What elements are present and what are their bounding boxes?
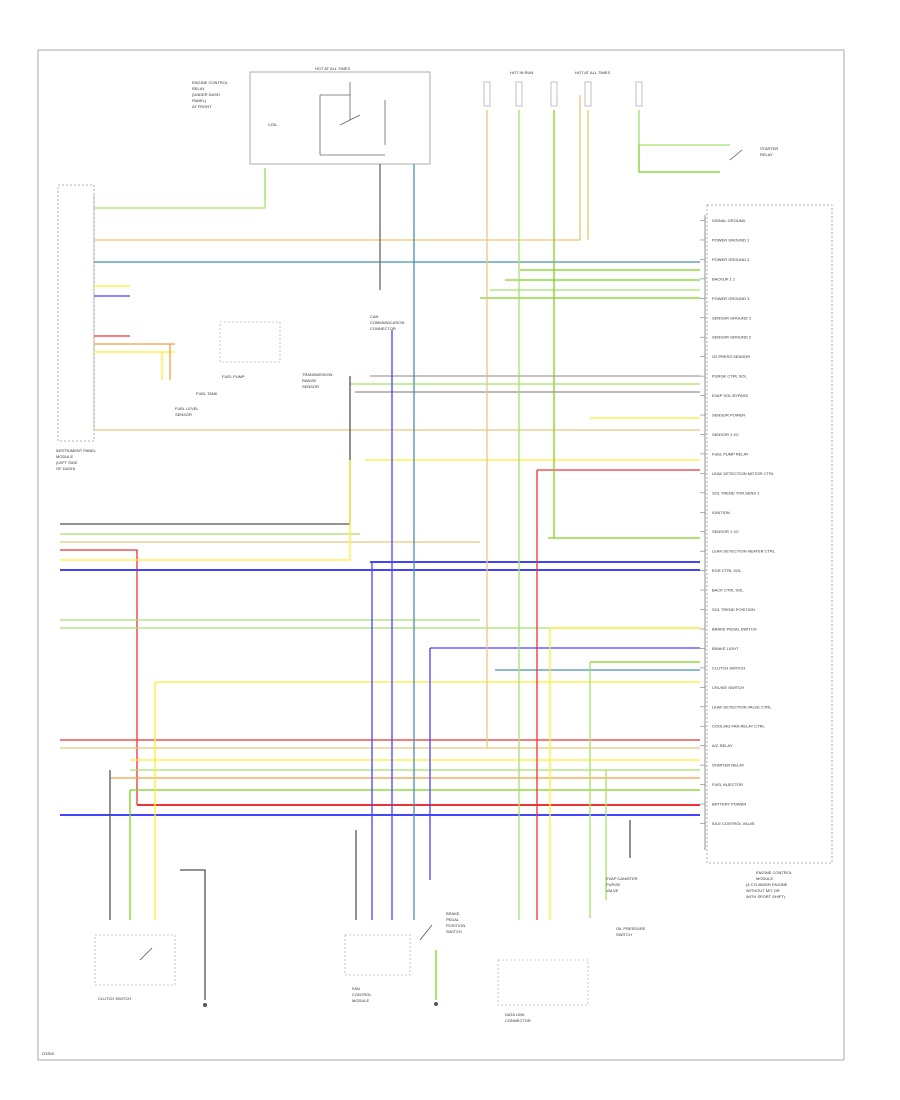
ecm-pin-label: FUEL PUMP RELAY xyxy=(712,451,749,456)
main-relay-hot-label: HOT AT ALL TIMES xyxy=(315,66,350,71)
main-relay-label-3: (UNDER DASH xyxy=(192,92,220,97)
starter-relay-label-1: STARTER xyxy=(760,146,778,151)
hot-in-run-label: HOT IN RUN xyxy=(510,70,533,75)
main-relay-label-5: AT FRONT xyxy=(192,104,212,109)
fan-module-label-2: CONTROL xyxy=(352,992,372,997)
ecm-pin-label: STARTER RELAY xyxy=(712,763,745,768)
ecm-title-3: (4 CYLINDER ENGINE xyxy=(746,882,788,887)
main-relay-label-1: ENGINE CONTROL xyxy=(192,80,229,85)
ecm-title-5: WITH SPORT SHIFT) xyxy=(746,894,786,899)
fuel-level-label-2: SENSOR xyxy=(175,412,192,417)
footer-code: G3300 xyxy=(42,1051,55,1056)
starter-switch xyxy=(729,149,743,161)
ecm-box: ENGINE CONTROL MODULE (4 CYLINDER ENGINE… xyxy=(700,204,833,899)
fuel-tank-label: FUEL TANK xyxy=(196,391,218,396)
ground-2 xyxy=(434,1002,438,1006)
fan-module-label-3: MODULE xyxy=(352,998,369,1003)
top-fuses: HOT IN RUN HOT AT ALL TIMES xyxy=(483,70,643,107)
ip-module-label-1: INSTRUMENT PANEL xyxy=(56,448,97,453)
relay-coil-label: COIL xyxy=(268,122,278,127)
ecm-pin-label: EVAP SOL BYPASS xyxy=(712,393,748,398)
ecm-pin-label: SENSOR GROUND 1 xyxy=(712,315,752,320)
can-label-3: CONNECTOR xyxy=(370,326,396,331)
dlc-label-2: CONNECTOR xyxy=(505,1018,531,1023)
main-relay-box: HOT AT ALL TIMES ENGINE CONTROL RELAY (U… xyxy=(192,66,431,165)
ecm-pin-label: POWER GROUND 1 xyxy=(712,237,750,242)
evap-label-1: EVAP CANISTER xyxy=(606,876,638,881)
ground-1 xyxy=(203,1003,207,1007)
ecm-pin-label: BRAKE PEDAL SWITCH xyxy=(712,626,757,631)
main-relay-label-4: PANEL) xyxy=(192,98,207,103)
ecm-pin-label: SENSOR 1 VC xyxy=(712,529,739,534)
can-label-2: COMMUNICATION xyxy=(370,320,404,325)
ip-module-label-3: (LEFT SIDE xyxy=(56,460,78,465)
trs-label-2: RANGE xyxy=(302,378,317,383)
v-green-fuse6 xyxy=(638,145,720,173)
main-relay-label-2: RELAY xyxy=(192,86,205,91)
wire-green-top xyxy=(94,168,266,209)
fuel-level-label-1: FUEL LEVEL xyxy=(175,406,199,411)
ecm-pin-labels: SIGNAL GROUND POWER GROUND 1 POWER GROUND … xyxy=(700,218,776,826)
ecm-pin-label: IGNITION xyxy=(712,510,730,515)
ecm-pin-label: LEAK DETECTION HEATER CTRL xyxy=(712,549,776,554)
ecm-pin-label: BACK CTRL SOL xyxy=(712,588,744,593)
ecm-pin-label: COOLING FAN RELAY CTRL xyxy=(712,724,766,729)
ecm-pin-label: SENSOR GROUND 2 xyxy=(712,335,752,340)
starter-relay-label-2: RELAY xyxy=(760,152,773,157)
evap-label-2: PURGE xyxy=(606,882,621,887)
ecm-title-4: WITHOUT M/T OR xyxy=(746,888,780,893)
fan-module-label-1: FAN xyxy=(352,986,360,991)
can-label-1: CAN xyxy=(370,314,379,319)
fuel-pump-label: FUEL PUMP xyxy=(222,374,245,379)
ip-module-label-2: MODULE xyxy=(56,454,73,459)
bottom-components: CLUTCH SWITCH FAN CONTROL MODULE BRAKE P… xyxy=(42,146,778,1056)
ecm-pin-label: IDLE CONTROL VALVE xyxy=(712,821,755,826)
ecm-pin-label: CRUISE SWITCH xyxy=(712,685,744,690)
evap-label-3: VALVE xyxy=(606,888,619,893)
ecm-pin-label: LEAK DETECTION MOTOR CTRL xyxy=(712,471,775,476)
ecm-pin-label: SIGNAL GROUND xyxy=(712,218,746,223)
wire-red-mid xyxy=(60,549,138,805)
wire-yellow-mid xyxy=(60,460,351,561)
wire-tan-top xyxy=(94,95,581,241)
ecm-pin-label: EGR CTRL SOL xyxy=(712,568,742,573)
ecm-pin-label: SOL TREND POSITION xyxy=(712,607,755,612)
ecm-pin-label: SENSOR 1 VC xyxy=(712,432,739,437)
ecm-pin-label: CLUTCH SWITCH xyxy=(712,665,745,670)
vertical-wires xyxy=(109,110,730,1000)
brake-switch-label-4: SWITCH xyxy=(446,929,462,934)
ecm-pin-label: FUEL INJECTOR xyxy=(712,782,743,787)
clutch-switch-label: CLUTCH SWITCH xyxy=(98,996,131,1001)
ecm-title-2: MODULE xyxy=(756,876,773,881)
ecm-pin-label: BRAKE LIGHT xyxy=(712,646,739,651)
ip-module-label-4: OF DASH) xyxy=(56,466,76,471)
ecm-pin-label: POWER GROUND 3 xyxy=(712,296,750,301)
wire-dark-1 xyxy=(60,376,351,525)
ecm-title-1: ENGINE CONTROL xyxy=(756,870,793,875)
ecm-pin-label: POWER GROUND 2 xyxy=(712,257,750,262)
v-dark-clutch-2 xyxy=(180,869,206,1000)
ecm-pin-label: SOL TREND TOR.SENS 1 xyxy=(712,490,760,495)
ecm-pin-label: O2 PRESS SENSOR xyxy=(712,354,750,359)
oil-label-2: SWITCH xyxy=(616,932,632,937)
oil-label-1: OIL PRESSURE xyxy=(616,926,646,931)
brake-switch-label-2: PEDAL xyxy=(446,917,460,922)
brake-switch-label-3: POSITION xyxy=(446,923,465,928)
ecm-pin-label: SENSOR POWER xyxy=(712,413,745,418)
ecm-pin-label: BATTERY POWER xyxy=(712,802,746,807)
trs-label-1: TRANSMISSION xyxy=(302,372,333,377)
ecm-pin-label: LEAK DETECTION VALVE CTRL xyxy=(712,704,772,709)
instrument-panel-module: INSTRUMENT PANEL MODULE (LEFT SIDE OF DA… xyxy=(56,184,97,471)
v-green-fuse5 xyxy=(638,110,730,146)
ecm-pin-label: A/C RELAY xyxy=(712,743,733,748)
brake-switch-label-1: BRAKE xyxy=(446,911,460,916)
ecm-pin-label: PURGE CTRL SOL xyxy=(712,374,748,379)
ecm-pin-label: BACKUP 1 1 xyxy=(712,276,736,281)
hot-all-times-right-label: HOT AT ALL TIMES xyxy=(575,70,610,75)
trs-label-3: SENSOR xyxy=(302,384,319,389)
diagram-border xyxy=(37,49,845,1061)
dlc-label-1: DATA LINK xyxy=(505,1012,525,1017)
